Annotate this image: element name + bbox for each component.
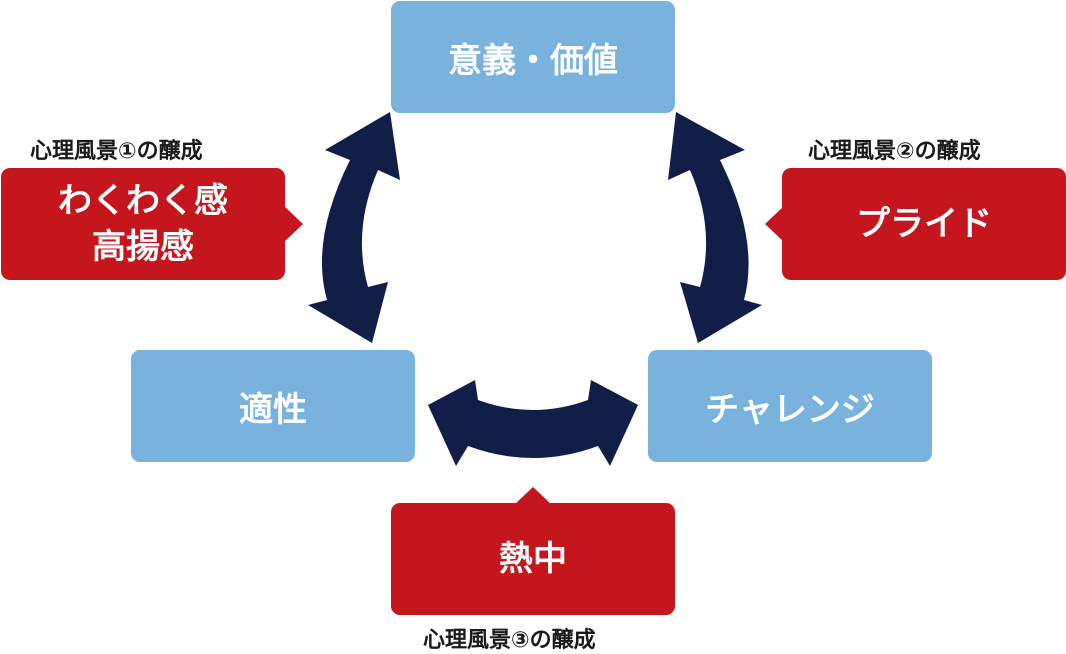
callout-bottom: 熱中 [391, 503, 675, 615]
callout-right-line-1: プライド [856, 204, 992, 244]
callout-right: プライド [782, 168, 1066, 280]
callout-left-line-1: わくわく感 [58, 181, 228, 221]
node-challenge-label: チャレンジ [705, 389, 875, 430]
arrow-left-right [428, 380, 638, 466]
callout-right-caption: 心理風景②の醸成 [808, 139, 981, 164]
node-meaning-value-label: 意義・価値 [448, 40, 618, 81]
node-aptitude-label: 適性 [239, 389, 307, 430]
node-meaning-value: 意義・価値 [391, 1, 675, 113]
node-aptitude: 適性 [131, 350, 415, 462]
node-challenge: チャレンジ [648, 350, 932, 462]
arrow-top-to-left [308, 112, 400, 343]
callout-bottom-pointer [514, 487, 552, 505]
callout-left-caption: 心理風景①の醸成 [30, 139, 203, 164]
callout-left-pointer [283, 205, 303, 243]
callout-bottom-caption: 心理風景③の醸成 [423, 628, 596, 653]
arrow-top-to-right [668, 112, 762, 343]
callout-left: わくわく感 高揚感 [1, 168, 285, 280]
callout-right-pointer [765, 205, 785, 243]
callout-left-line-2: 高揚感 [92, 227, 194, 267]
callout-bottom-line-1: 熱中 [499, 539, 567, 579]
